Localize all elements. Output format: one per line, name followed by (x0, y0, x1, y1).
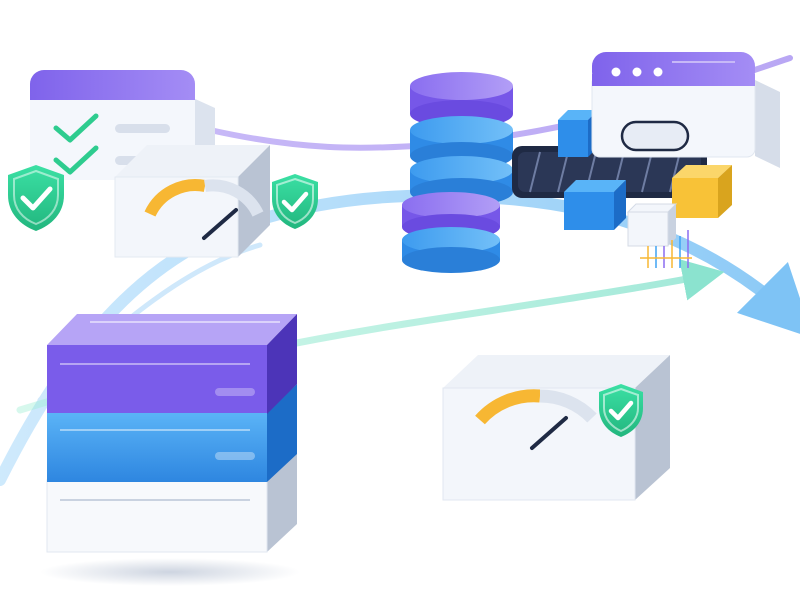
server-shadow (40, 558, 300, 586)
check-mark-2 (53, 145, 99, 175)
window-button-shape (620, 120, 690, 152)
shield-check-icon (272, 174, 318, 229)
cube-icon (672, 165, 732, 218)
cube-icon (564, 180, 626, 230)
shield-check-icon (8, 165, 64, 231)
shield-check-icon (599, 384, 643, 437)
gauge-box-small (114, 145, 270, 258)
gauge-icon (144, 179, 264, 240)
gauge-icon (475, 389, 597, 450)
browser-window-icon (591, 52, 780, 168)
database-icon (402, 72, 513, 273)
connector-pins (640, 230, 692, 268)
server-stack-icon (46, 314, 297, 553)
conveyor-belt-icon (512, 146, 707, 198)
cube-icon (626, 203, 678, 247)
gauge-box-large (442, 355, 670, 501)
check-mark-1 (53, 113, 99, 143)
